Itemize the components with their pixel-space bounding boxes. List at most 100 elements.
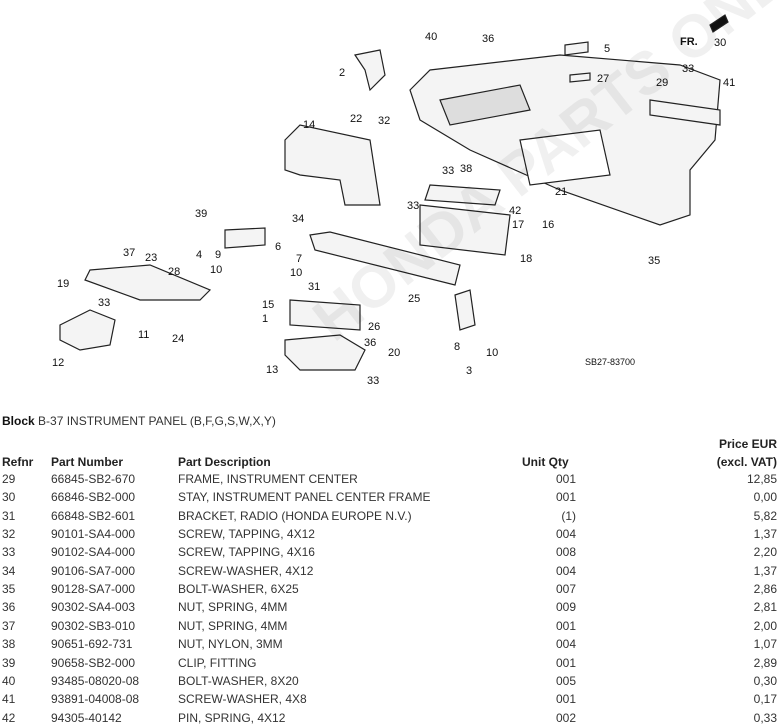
diagram-code: SB27-83700 [585, 357, 635, 367]
callout-number: 36 [364, 337, 376, 349]
table-row: 37 90302-SB3-010 NUT, SPRING, 4MM 001 2,00 [0, 619, 780, 637]
callout-number: 8 [454, 341, 460, 353]
part-number-cell: 93891-04008-08 [51, 692, 140, 707]
callout-number: 30 [714, 37, 726, 49]
callout-number: 3 [466, 365, 472, 377]
header-price-line2: (excl. VAT) [716, 455, 777, 469]
block-name: B-37 INSTRUMENT PANEL (B,F,G,S,W,X,Y) [38, 414, 276, 428]
description-cell: NUT, NYLON, 3MM [178, 637, 283, 652]
qty-cell: 001 [555, 692, 576, 707]
callout-number: 13 [266, 364, 278, 376]
callout-number: 33 [367, 375, 379, 387]
callout-number: 19 [57, 278, 69, 290]
part-number-cell: 93485-08020-08 [51, 673, 140, 688]
header-price-line1: Price EUR [718, 437, 777, 451]
description-cell: BOLT-WASHER, 6X25 [178, 582, 299, 597]
refnr-cell: 30 [2, 490, 16, 505]
callout-number: 37 [123, 247, 135, 259]
meter-hood-shape [284, 124, 381, 206]
price-cell: 2,00 [753, 618, 777, 633]
callout-number: 33 [682, 63, 694, 75]
callout-number: 18 [520, 253, 532, 265]
qty-cell: 004 [555, 527, 576, 542]
qty-cell: 004 [555, 563, 576, 578]
callout-number: 14 [303, 119, 315, 131]
callout-number: 11 [138, 329, 149, 341]
price-cell: 0,33 [753, 710, 777, 725]
callout-number: 9 [215, 249, 221, 261]
callout-number: 29 [656, 77, 668, 89]
price-cell: 0,00 [753, 490, 777, 505]
callout-number: 38 [460, 163, 472, 175]
qty-cell: 008 [555, 545, 576, 560]
part-number-cell: 66848-SB2-601 [51, 508, 136, 523]
callout-number: 33 [407, 200, 419, 212]
callout-number: 39 [195, 208, 207, 220]
price-cell: 2,20 [753, 545, 777, 560]
price-cell: 2,89 [753, 655, 777, 670]
callout-number: 34 [292, 213, 304, 225]
price-cell: 5,82 [753, 508, 777, 523]
refnr-cell: 37 [2, 618, 16, 633]
refnr-cell: 31 [2, 508, 16, 523]
description-cell: BOLT-WASHER, 8X20 [178, 673, 299, 688]
header-description: Part Description [178, 455, 271, 469]
callout-number: 6 [275, 241, 281, 253]
refnr-cell: 41 [2, 692, 16, 707]
description-cell: STAY, INSTRUMENT PANEL CENTER FRAME [178, 490, 431, 505]
refnr-cell: 33 [2, 545, 16, 560]
callout-number: 10 [210, 264, 222, 276]
callout-number: 22 [350, 113, 362, 125]
description-cell: PIN, SPRING, 4X12 [178, 710, 286, 725]
description-cell: SCREW, TAPPING, 4X16 [178, 545, 315, 560]
refnr-cell: 29 [2, 472, 16, 486]
callout-number: 36 [482, 33, 494, 45]
qty-cell: 004 [555, 637, 576, 652]
description-cell: SCREW-WASHER, 4X12 [178, 563, 314, 578]
refnr-cell: 34 [2, 563, 16, 578]
callout-number: 5 [604, 43, 610, 55]
price-cell: 12,85 [746, 472, 777, 486]
price-cell: 1,37 [753, 527, 777, 542]
refnr-cell: 35 [2, 582, 16, 597]
description-cell: NUT, SPRING, 4MM [178, 618, 288, 633]
part-number-cell: 90302-SB3-010 [51, 618, 136, 633]
price-cell: 2,81 [753, 600, 777, 615]
part-number-cell: 66846-SB2-000 [51, 490, 136, 505]
header-price: Price EUR (excl. VAT) [717, 437, 777, 469]
refnr-cell: 36 [2, 600, 16, 615]
callout-number: 7 [296, 253, 302, 265]
part-number-cell: 90101-SA4-000 [51, 527, 136, 542]
callout-number: 23 [145, 252, 157, 264]
callout-number: 28 [168, 266, 180, 278]
qty-cell: (1) [561, 508, 576, 523]
description-cell: SCREW, TAPPING, 4X12 [178, 527, 315, 542]
callout-number: 16 [542, 219, 554, 231]
part-number-cell: 90658-SB2-000 [51, 655, 136, 670]
callout-number: 33 [442, 165, 454, 177]
price-cell: 2,86 [753, 582, 777, 597]
qty-cell: 001 [555, 618, 576, 633]
callout-number: 1 [262, 313, 268, 325]
part-number-cell: 90651-692-731 [51, 637, 133, 652]
callout-number: 40 [425, 31, 437, 43]
description-cell: FRAME, INSTRUMENT CENTER [178, 472, 358, 486]
description-cell: NUT, SPRING, 4MM [178, 600, 288, 615]
callout-number: 10 [486, 347, 498, 359]
qty-cell: 001 [555, 490, 576, 505]
callout-number: 25 [408, 293, 420, 305]
center-panel-shape [309, 231, 461, 286]
callout-number: 2 [339, 67, 345, 79]
header-qty: Unit Qty [522, 455, 569, 469]
block-label: Block [2, 414, 35, 428]
table-row: 30 66846-SB2-000 STAY, INSTRUMENT PANEL CE… [0, 490, 780, 508]
callout-number: 15 [262, 299, 274, 311]
description-cell: BRACKET, RADIO (HONDA EUROPE N.V.) [178, 508, 412, 523]
